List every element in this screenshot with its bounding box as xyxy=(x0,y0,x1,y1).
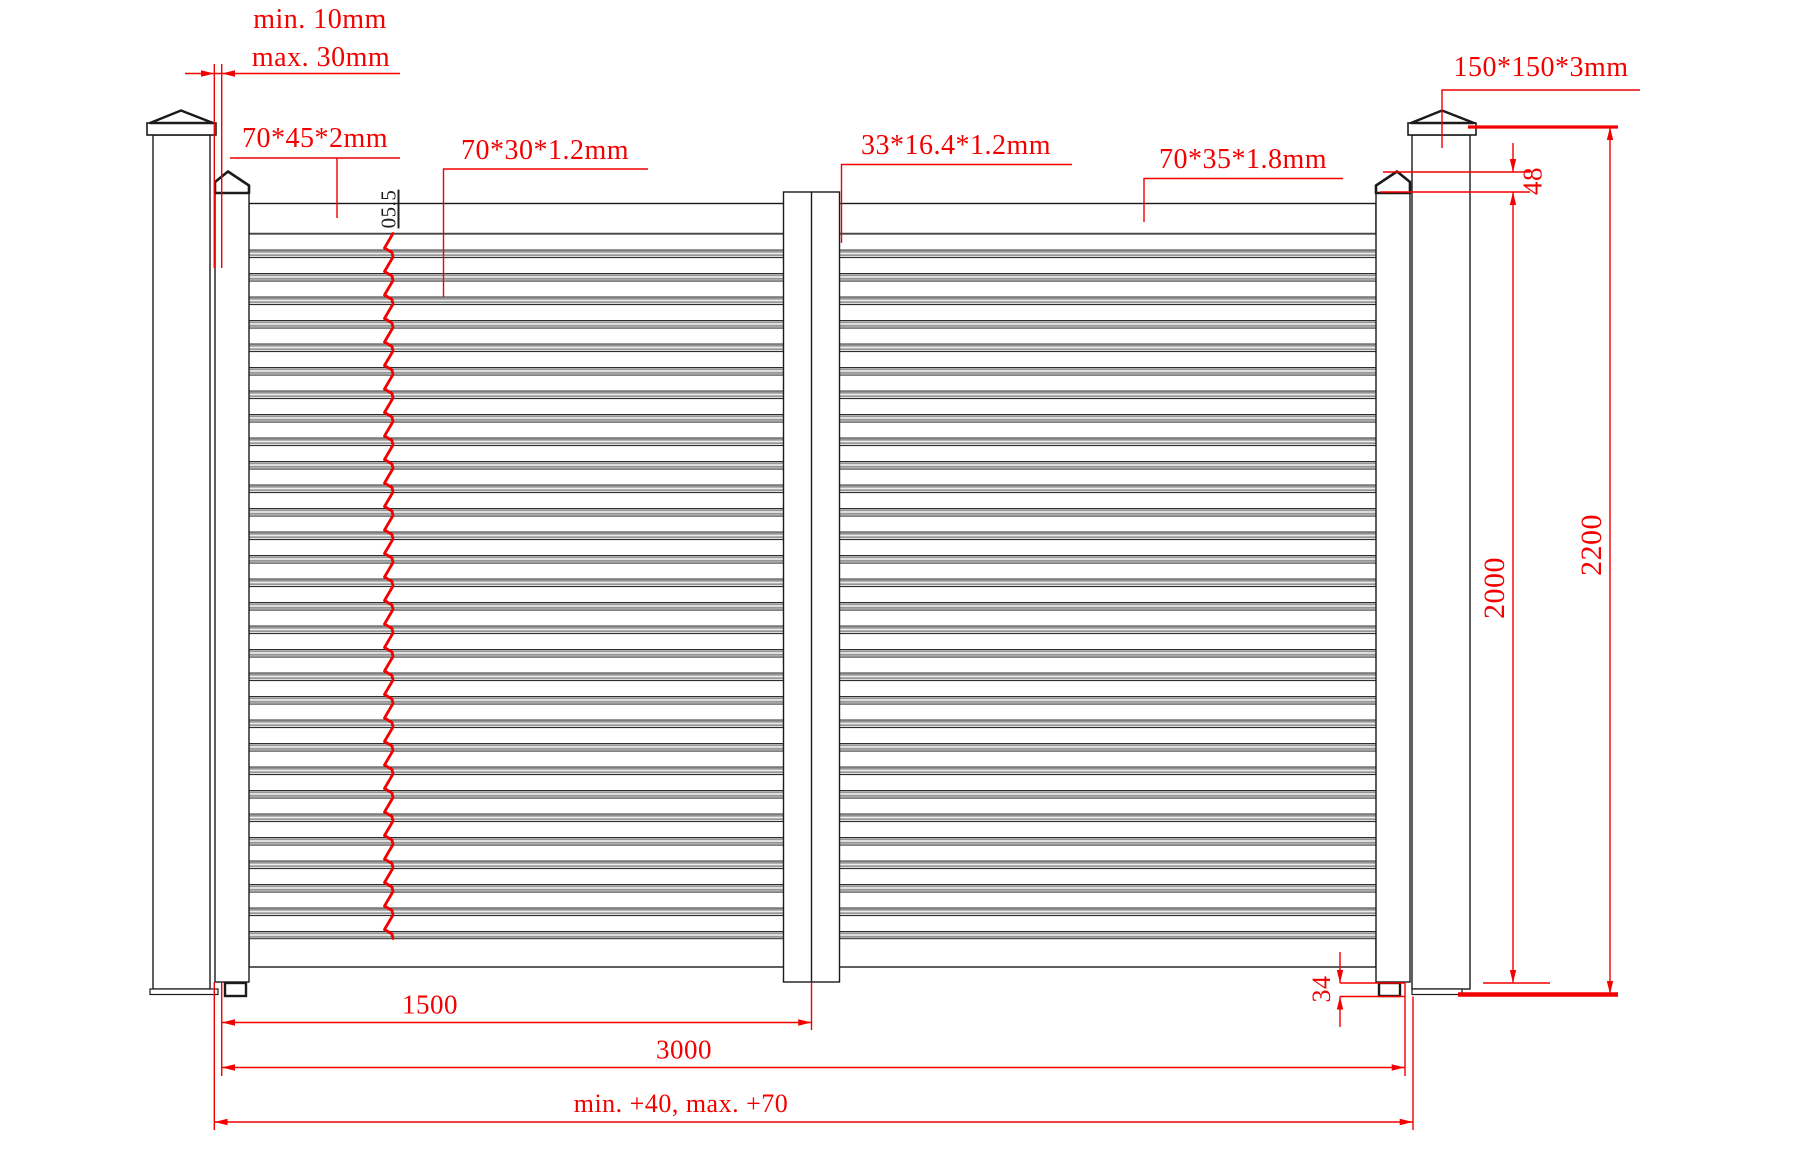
right-stile-cap xyxy=(1374,170,1412,195)
right-post-base xyxy=(1411,988,1463,996)
label-stile-profile: 70*45*2mm xyxy=(241,123,389,154)
left-post-cap-plate xyxy=(146,122,217,136)
right-stile xyxy=(1375,192,1411,983)
right-post xyxy=(1411,134,1471,990)
slat-panel-left xyxy=(248,233,784,939)
label-leaf-width: 1500 xyxy=(402,989,458,1020)
label-gap-max: max. 30mm xyxy=(251,42,391,73)
label-slat-profile: 70*30*1.2mm xyxy=(460,135,630,166)
break-line xyxy=(383,232,395,940)
left-post-base xyxy=(149,988,219,996)
dimension-lines xyxy=(185,64,1640,1130)
label-bottom-clearance: 34 xyxy=(1307,975,1336,1003)
dimension-arrowheads xyxy=(201,70,1614,1126)
label-insert-profile: 33*16.4*1.2mm xyxy=(860,130,1052,161)
dim-34 xyxy=(1339,952,1405,1027)
label-gap-min: min. 10mm xyxy=(253,4,387,35)
left-stile xyxy=(214,192,250,983)
label-gate-width: 3000 xyxy=(656,1034,712,1065)
dim-3000 xyxy=(221,982,1406,1076)
label-post-spacing: min. +40, max. +70 xyxy=(573,1089,789,1118)
label-hinge-offset: 48 xyxy=(1517,167,1548,195)
left-foot-block xyxy=(223,981,248,998)
dim-48-2000 xyxy=(1380,143,1550,984)
label-post-profile: 150*150*3mm xyxy=(1453,52,1629,83)
right-foot-block xyxy=(1377,981,1402,998)
leader-post-profile xyxy=(1441,89,1640,148)
leader-top-rail-profile xyxy=(1143,177,1343,222)
left-post-cap-pyramid xyxy=(148,109,215,125)
left-stile-cap xyxy=(213,170,251,195)
label-top-rail-profile: 70*35*1.8mm xyxy=(1158,144,1328,175)
gate-structure xyxy=(146,109,1477,998)
leader-slat-profile xyxy=(442,168,648,297)
label-overall-height: 2200 xyxy=(1575,514,1608,576)
dim-post-spacing xyxy=(214,996,1414,1130)
slat-panel-right xyxy=(839,233,1377,939)
leader-stile-profile xyxy=(230,157,400,218)
leader-insert-profile xyxy=(840,163,1072,243)
label-leaf-height: 2000 xyxy=(1478,557,1511,619)
left-post xyxy=(152,134,211,990)
left-extension-lines xyxy=(213,64,223,1130)
label-slat-pitch: 05.5 xyxy=(376,189,401,229)
dim-1500 xyxy=(221,982,813,1030)
